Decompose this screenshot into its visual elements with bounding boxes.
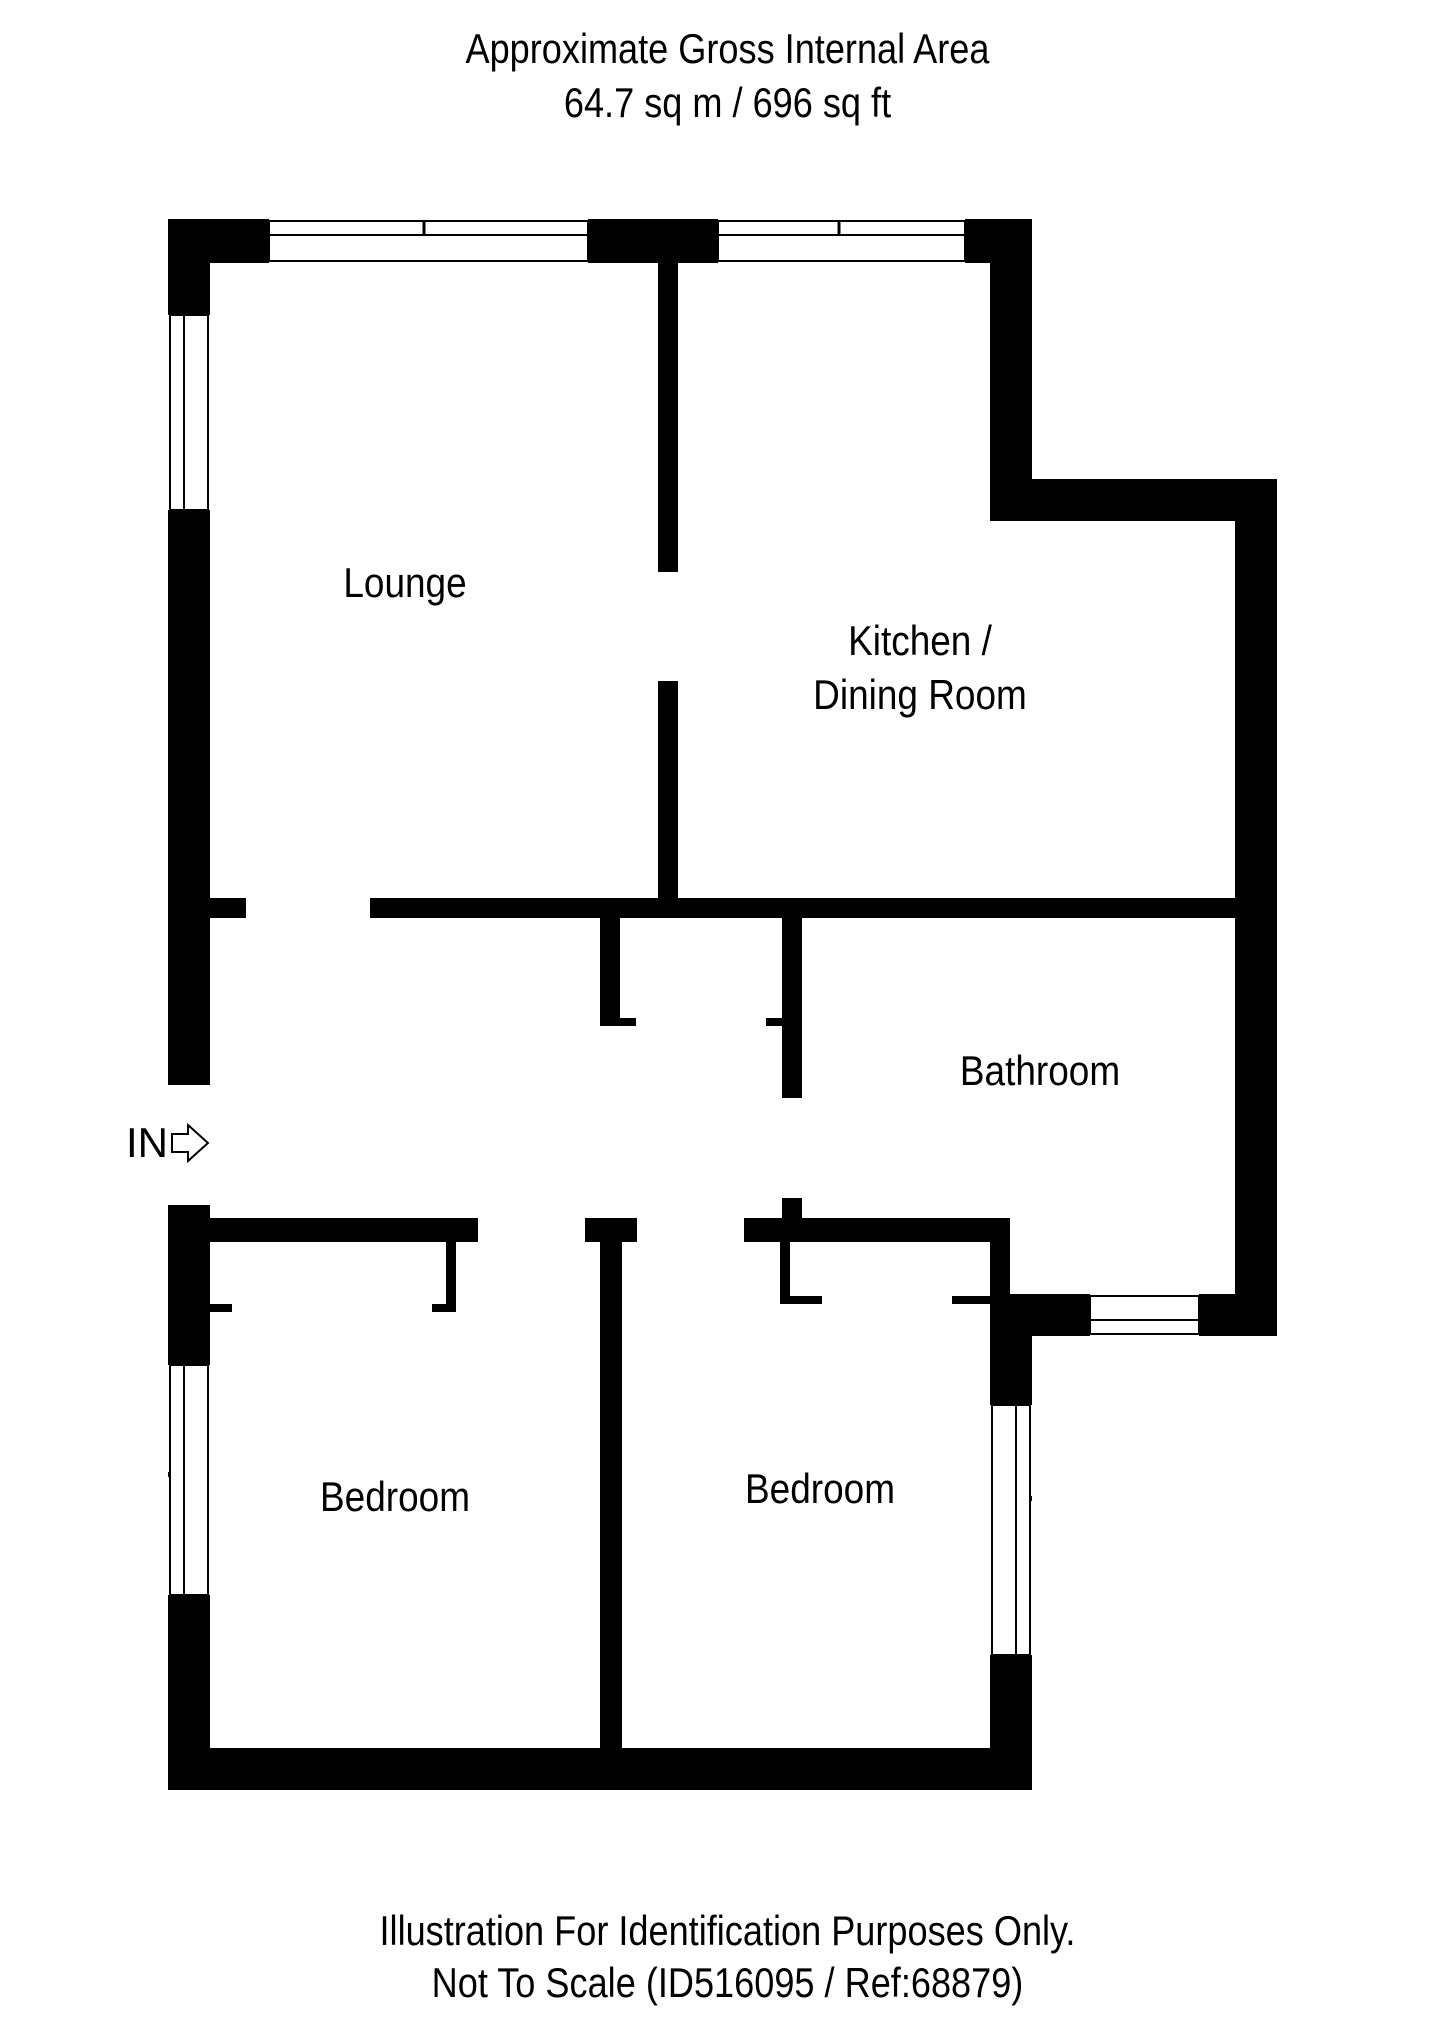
- outer-wall-top-middle: [588, 219, 718, 263]
- outer-wall-kitchen-right: [990, 219, 1032, 521]
- outer-wall-kitchen-step: [990, 479, 1277, 521]
- room-label-bedroom-2: Bedroom: [745, 1465, 895, 1512]
- wall-bedroom1-left-stub: [210, 1304, 232, 1312]
- wall-bedroom2-wardrobe: [780, 1242, 790, 1304]
- entrance-label: IN: [126, 1119, 168, 1166]
- room-label-kitchen: Kitchen / Dining Room: [788, 614, 1052, 722]
- windows: [169, 220, 1200, 1656]
- outer-wall-bathroom-bottom-left: [990, 1294, 1090, 1336]
- wall-bedroom2-top: [744, 1218, 1010, 1242]
- room-label-bathroom: Bathroom: [959, 1047, 1121, 1094]
- wall-lounge-kitchen-lower: [658, 681, 678, 901]
- entrance-arrow-icon: [171, 1122, 210, 1164]
- outer-wall-left-middle: [168, 510, 210, 1085]
- outer-wall-bathroom-bottom-right: [1199, 1294, 1277, 1336]
- window-lounge-left: [169, 314, 209, 511]
- outer-wall-left-upper: [168, 219, 210, 315]
- outer-wall-bedroom-right-lower: [990, 1655, 1032, 1790]
- window-bathroom-bottom: [1089, 1295, 1200, 1335]
- floorplan-header: Approximate Gross Internal Area 64.7 sq …: [102, 22, 1353, 130]
- outer-wall-far-right: [1235, 479, 1277, 1336]
- wall-bedroom1-wardrobe: [446, 1242, 456, 1312]
- outer-wall-bottom: [168, 1748, 1032, 1790]
- wall-bedroom1-top: [210, 1218, 478, 1242]
- wall-hall-top: [370, 898, 1236, 918]
- window-lounge-top: [268, 220, 589, 262]
- wall-cupboard-1-foot: [600, 1018, 636, 1026]
- wall-hall-top-left: [210, 898, 246, 918]
- room-label-kitchen-line1: Kitchen /: [848, 617, 992, 664]
- wall-bathroom-left-stub: [766, 1018, 782, 1026]
- room-label-bedroom-1: Bedroom: [320, 1473, 470, 1520]
- wall-bedroom2-right-stub: [952, 1296, 992, 1304]
- wall-cupboard-1: [600, 918, 620, 1026]
- wall-bedroom2-wardrobe-foot: [780, 1296, 822, 1304]
- wall-bedroom2-right-upper: [990, 1218, 1010, 1296]
- window-bedroom1-left: [169, 1364, 209, 1596]
- wall-bedroom2-stub: [782, 1198, 802, 1220]
- disclaimer-line-2: Not To Scale (ID516095 / Ref:68879): [431, 1959, 1024, 2006]
- wall-bedrooms-divider: [600, 1218, 622, 1750]
- floorplan-footer: Illustration For Identification Purposes…: [102, 1905, 1353, 2009]
- wall-lounge-kitchen-upper: [658, 262, 678, 572]
- gross-area-title: Approximate Gross Internal Area: [465, 25, 990, 72]
- wall-bedroom1-wardrobe-foot: [432, 1304, 456, 1312]
- wall-bathroom-left: [782, 918, 802, 1098]
- outer-wall-left-lower: [168, 1205, 210, 1365]
- gross-area-value: 64.7 sq m / 696 sq ft: [563, 79, 892, 126]
- window-bedroom2-right: [991, 1404, 1031, 1656]
- walls: [168, 219, 1277, 1790]
- disclaimer-line-1: Illustration For Identification Purposes…: [379, 1907, 1076, 1954]
- room-label-lounge: Lounge: [343, 559, 467, 606]
- room-label-kitchen-line2: Dining Room: [813, 671, 1027, 718]
- window-kitchen-top: [717, 220, 966, 262]
